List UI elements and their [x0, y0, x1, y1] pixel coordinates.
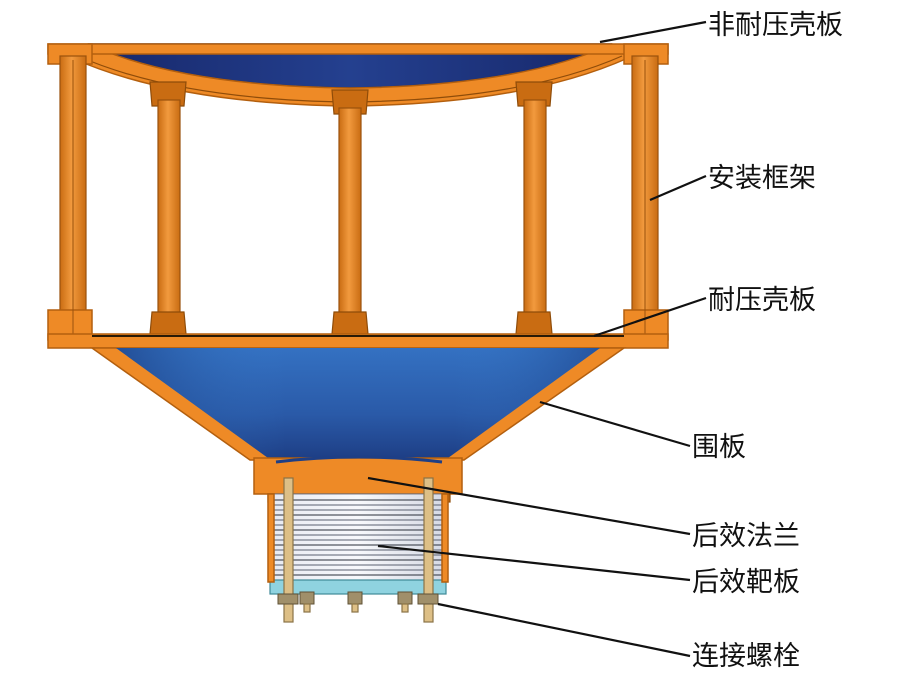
label-connecting-bolt: 连接螺栓 [692, 641, 800, 672]
pressure-shell-plate [47, 333, 669, 349]
mounting-frame [47, 43, 669, 341]
label-mounting-frame: 安装框架 [708, 163, 816, 194]
label-non-pressure-shell: 非耐压壳板 [708, 10, 843, 41]
enclosure-plate [89, 347, 627, 461]
connecting-bolts [277, 477, 439, 623]
leader-lines [367, 20, 707, 658]
label-enclosure-plate: 围板 [692, 432, 746, 463]
label-pressure-shell: 耐压壳板 [708, 285, 816, 316]
label-rear-target: 后效靶板 [692, 567, 800, 598]
rear-target-plate [267, 493, 449, 595]
label-rear-flange: 后效法兰 [692, 521, 800, 552]
non-pressure-shell [70, 43, 630, 107]
